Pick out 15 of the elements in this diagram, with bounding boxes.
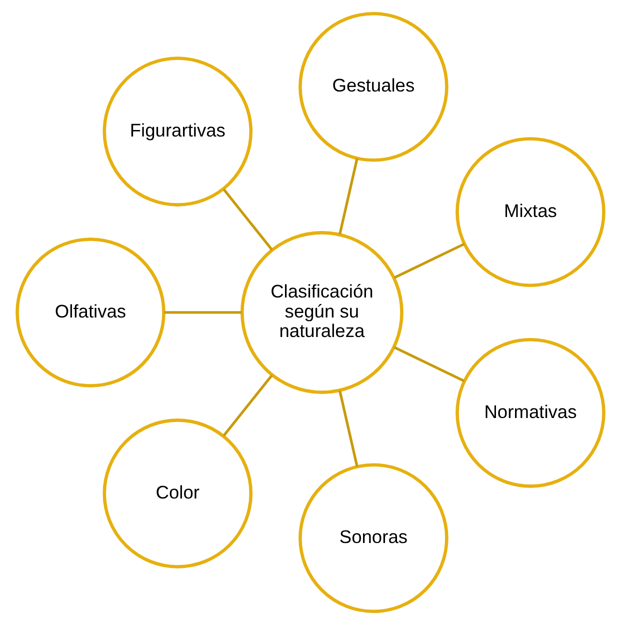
connector	[164, 311, 242, 314]
connector	[222, 374, 273, 436]
node-circle: Figurartivas	[102, 56, 253, 206]
node-circle: Olfativas	[16, 238, 166, 388]
node-circle: Color	[102, 418, 253, 568]
node-circle: Mixtas	[456, 137, 606, 287]
connector	[338, 390, 358, 467]
connector	[338, 158, 358, 234]
connector	[394, 346, 465, 382]
node-circle: Clasificación según su naturaleza	[240, 231, 404, 394]
connector	[394, 242, 465, 279]
node-circle: Normativas	[456, 338, 606, 488]
connector	[222, 188, 273, 251]
node-circle: Gestuales	[298, 12, 448, 162]
node-circle: Sonoras	[298, 463, 448, 614]
